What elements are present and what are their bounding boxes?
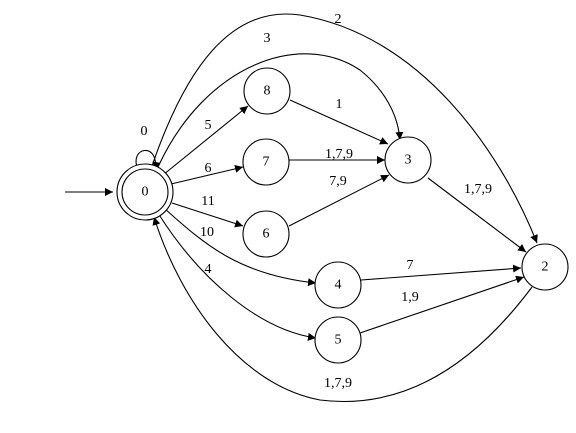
edge-label-0-3: 3 xyxy=(264,31,271,46)
edge-label-7-3: 1,7,9 xyxy=(325,147,353,162)
edge-6-to-3 xyxy=(288,174,390,227)
edge-label-5-2: 1,9 xyxy=(401,290,419,305)
edge-label-0-8: 5 xyxy=(205,118,212,133)
edge-2-to-0 xyxy=(152,216,533,403)
edge-label-0-6: 11 xyxy=(201,194,214,209)
edge-label-2-0: 1,7,9 xyxy=(324,376,352,391)
node-label-5: 5 xyxy=(335,333,342,348)
edge-4-to-2 xyxy=(360,264,522,281)
edge-label-6-3: 7,9 xyxy=(329,174,347,189)
edge-0-to-0 xyxy=(135,149,161,171)
node-4: 4 xyxy=(314,261,362,309)
edge-0-to-2 xyxy=(151,13,538,244)
edge-0-to-7 xyxy=(170,164,244,185)
node-0: 0 xyxy=(116,163,174,221)
edge-label-0-2: 2 xyxy=(335,12,342,27)
edge-label-0-5: 4 xyxy=(205,262,212,277)
edge-label-0-0: 0 xyxy=(141,124,148,139)
edge-0-to-3 xyxy=(157,53,404,168)
node-label-2: 2 xyxy=(542,260,549,275)
node-6: 6 xyxy=(242,210,290,258)
node-label-0: 0 xyxy=(142,185,149,200)
node-5: 5 xyxy=(314,316,362,364)
node-8: 8 xyxy=(243,67,291,115)
edge-0-to-4 xyxy=(163,207,317,287)
edge-label-0-7: 6 xyxy=(205,161,212,176)
edge-8-to-3 xyxy=(289,99,389,145)
node-label-7: 7 xyxy=(263,155,270,170)
node-3: 3 xyxy=(384,136,432,184)
node-label-3: 3 xyxy=(405,153,412,168)
edge-label-8-3: 1 xyxy=(336,97,343,112)
node-7: 7 xyxy=(242,138,290,186)
node-2: 2 xyxy=(521,243,569,291)
node-label-4: 4 xyxy=(335,278,342,293)
edge-0-to-6 xyxy=(171,202,244,228)
edge-label-0-4: 10 xyxy=(200,225,214,240)
node-label-8: 8 xyxy=(264,84,271,99)
edge-0-to-8 xyxy=(162,105,249,176)
edge-3-to-2 xyxy=(427,177,527,253)
node-label-6: 6 xyxy=(263,227,270,242)
edge-0-to-5 xyxy=(157,212,317,341)
edge-label-4-2: 7 xyxy=(407,258,414,273)
edge-5-to-2 xyxy=(359,275,525,334)
edge-label-3-2: 1,7,9 xyxy=(464,182,492,197)
